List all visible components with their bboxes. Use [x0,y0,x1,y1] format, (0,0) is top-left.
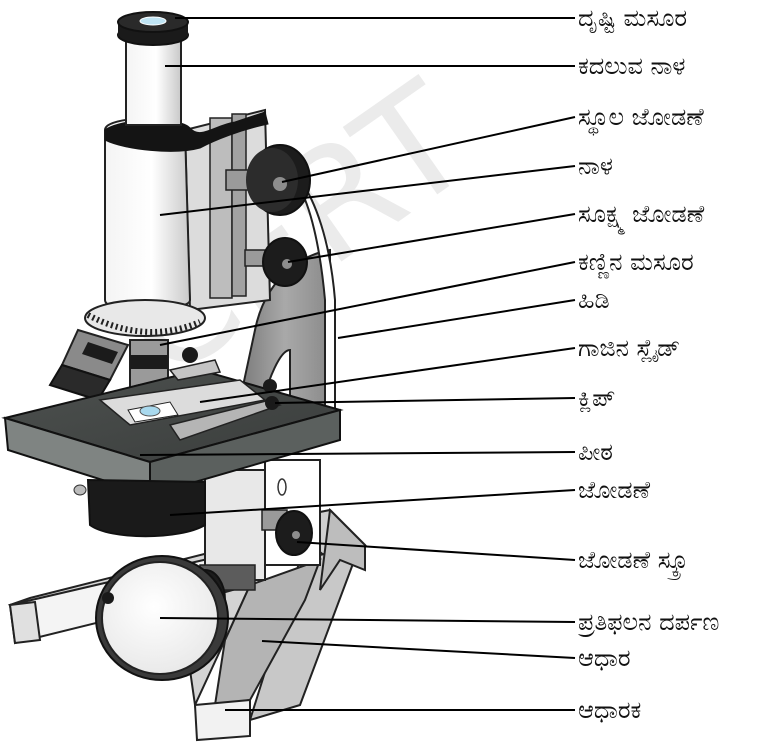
label-coarse-adjustment: ಸ್ಥೂಲ ಜೋಡಣೆ [578,103,704,131]
label-support: ಆಧಾರಕ [578,696,641,724]
label-eyepiece: ದೃಷ್ಟಿ ಮಸೂರ [578,4,687,32]
label-base: ಆಧಾರ [578,644,631,672]
label-draw-tube: ಕದಲುವ ನಾಳ [578,52,685,80]
label-adjustment-screw: ಜೋಡಣೆ ಸ್ಕ್ರೂ [578,546,689,574]
label-fine-adjustment: ಸೂಕ್ಷ್ಮ ಜೋಡಣೆ [578,200,704,228]
label-objective-lens: ಕಣ್ಣಿನ ಮಸೂರ [578,248,694,276]
label-glass-slide: ಗಾಜಿನ ಸ್ಲೈಡ್ [578,334,680,362]
label-tube: ನಾಳ [578,152,613,180]
label-adjustment: ಜೋಡಣೆ [578,476,650,504]
label-clip: ಕ್ಲಿಪ್ [578,384,615,412]
label-arm: ಹಿಡಿ [578,286,610,314]
label-stage: ಪೀಠ [578,438,613,466]
label-reflecting-mirror: ಪ್ರತಿಫಲನ ದರ್ಪಣ [578,608,719,636]
